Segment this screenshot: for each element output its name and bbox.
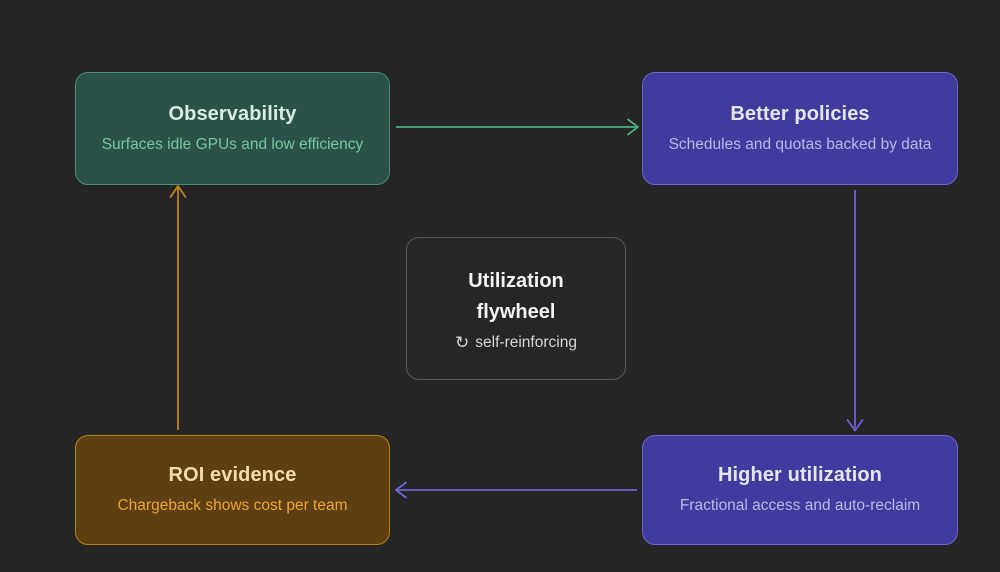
- node-observability-title: Observability: [168, 102, 297, 125]
- node-higher-utilization[interactable]: Higher utilization Fractional access and…: [642, 435, 958, 545]
- node-utilization-flywheel[interactable]: Utilization flywheel ↻ self-reinforcing: [406, 237, 626, 380]
- node-roi-evidence[interactable]: ROI evidence Chargeback shows cost per t…: [75, 435, 390, 545]
- node-higher-utilization-subtitle: Fractional access and auto-reclaim: [679, 497, 921, 515]
- hub-title: Utilization flywheel: [468, 266, 564, 328]
- edge-roi-evidence-to-observability: [169, 185, 187, 430]
- node-better-policies-subtitle: Schedules and quotas backed by data: [668, 135, 932, 153]
- edge-better-policies-to-higher-utilization: [846, 190, 864, 432]
- node-better-policies-title: Better policies: [730, 102, 870, 125]
- edge-higher-utilization-to-roi-evidence: [395, 481, 637, 499]
- hub-caption-text: self-reinforcing: [475, 333, 577, 351]
- node-roi-evidence-subtitle: Chargeback shows cost per team: [117, 497, 348, 515]
- node-observability-subtitle: Surfaces idle GPUs and low efficiency: [101, 135, 364, 153]
- edge-observability-to-better-policies: [396, 118, 639, 136]
- hub-title-line1: Utilization: [468, 269, 564, 292]
- hub-caption: ↻ self-reinforcing: [455, 334, 577, 352]
- node-better-policies[interactable]: Better policies Schedules and quotas bac…: [642, 72, 958, 185]
- cycle-refresh-icon: ↻: [455, 333, 470, 352]
- node-higher-utilization-title: Higher utilization: [717, 464, 883, 487]
- node-observability[interactable]: Observability Surfaces idle GPUs and low…: [75, 72, 390, 185]
- hub-title-line2: flywheel: [476, 300, 556, 323]
- node-roi-evidence-title: ROI evidence: [168, 464, 297, 487]
